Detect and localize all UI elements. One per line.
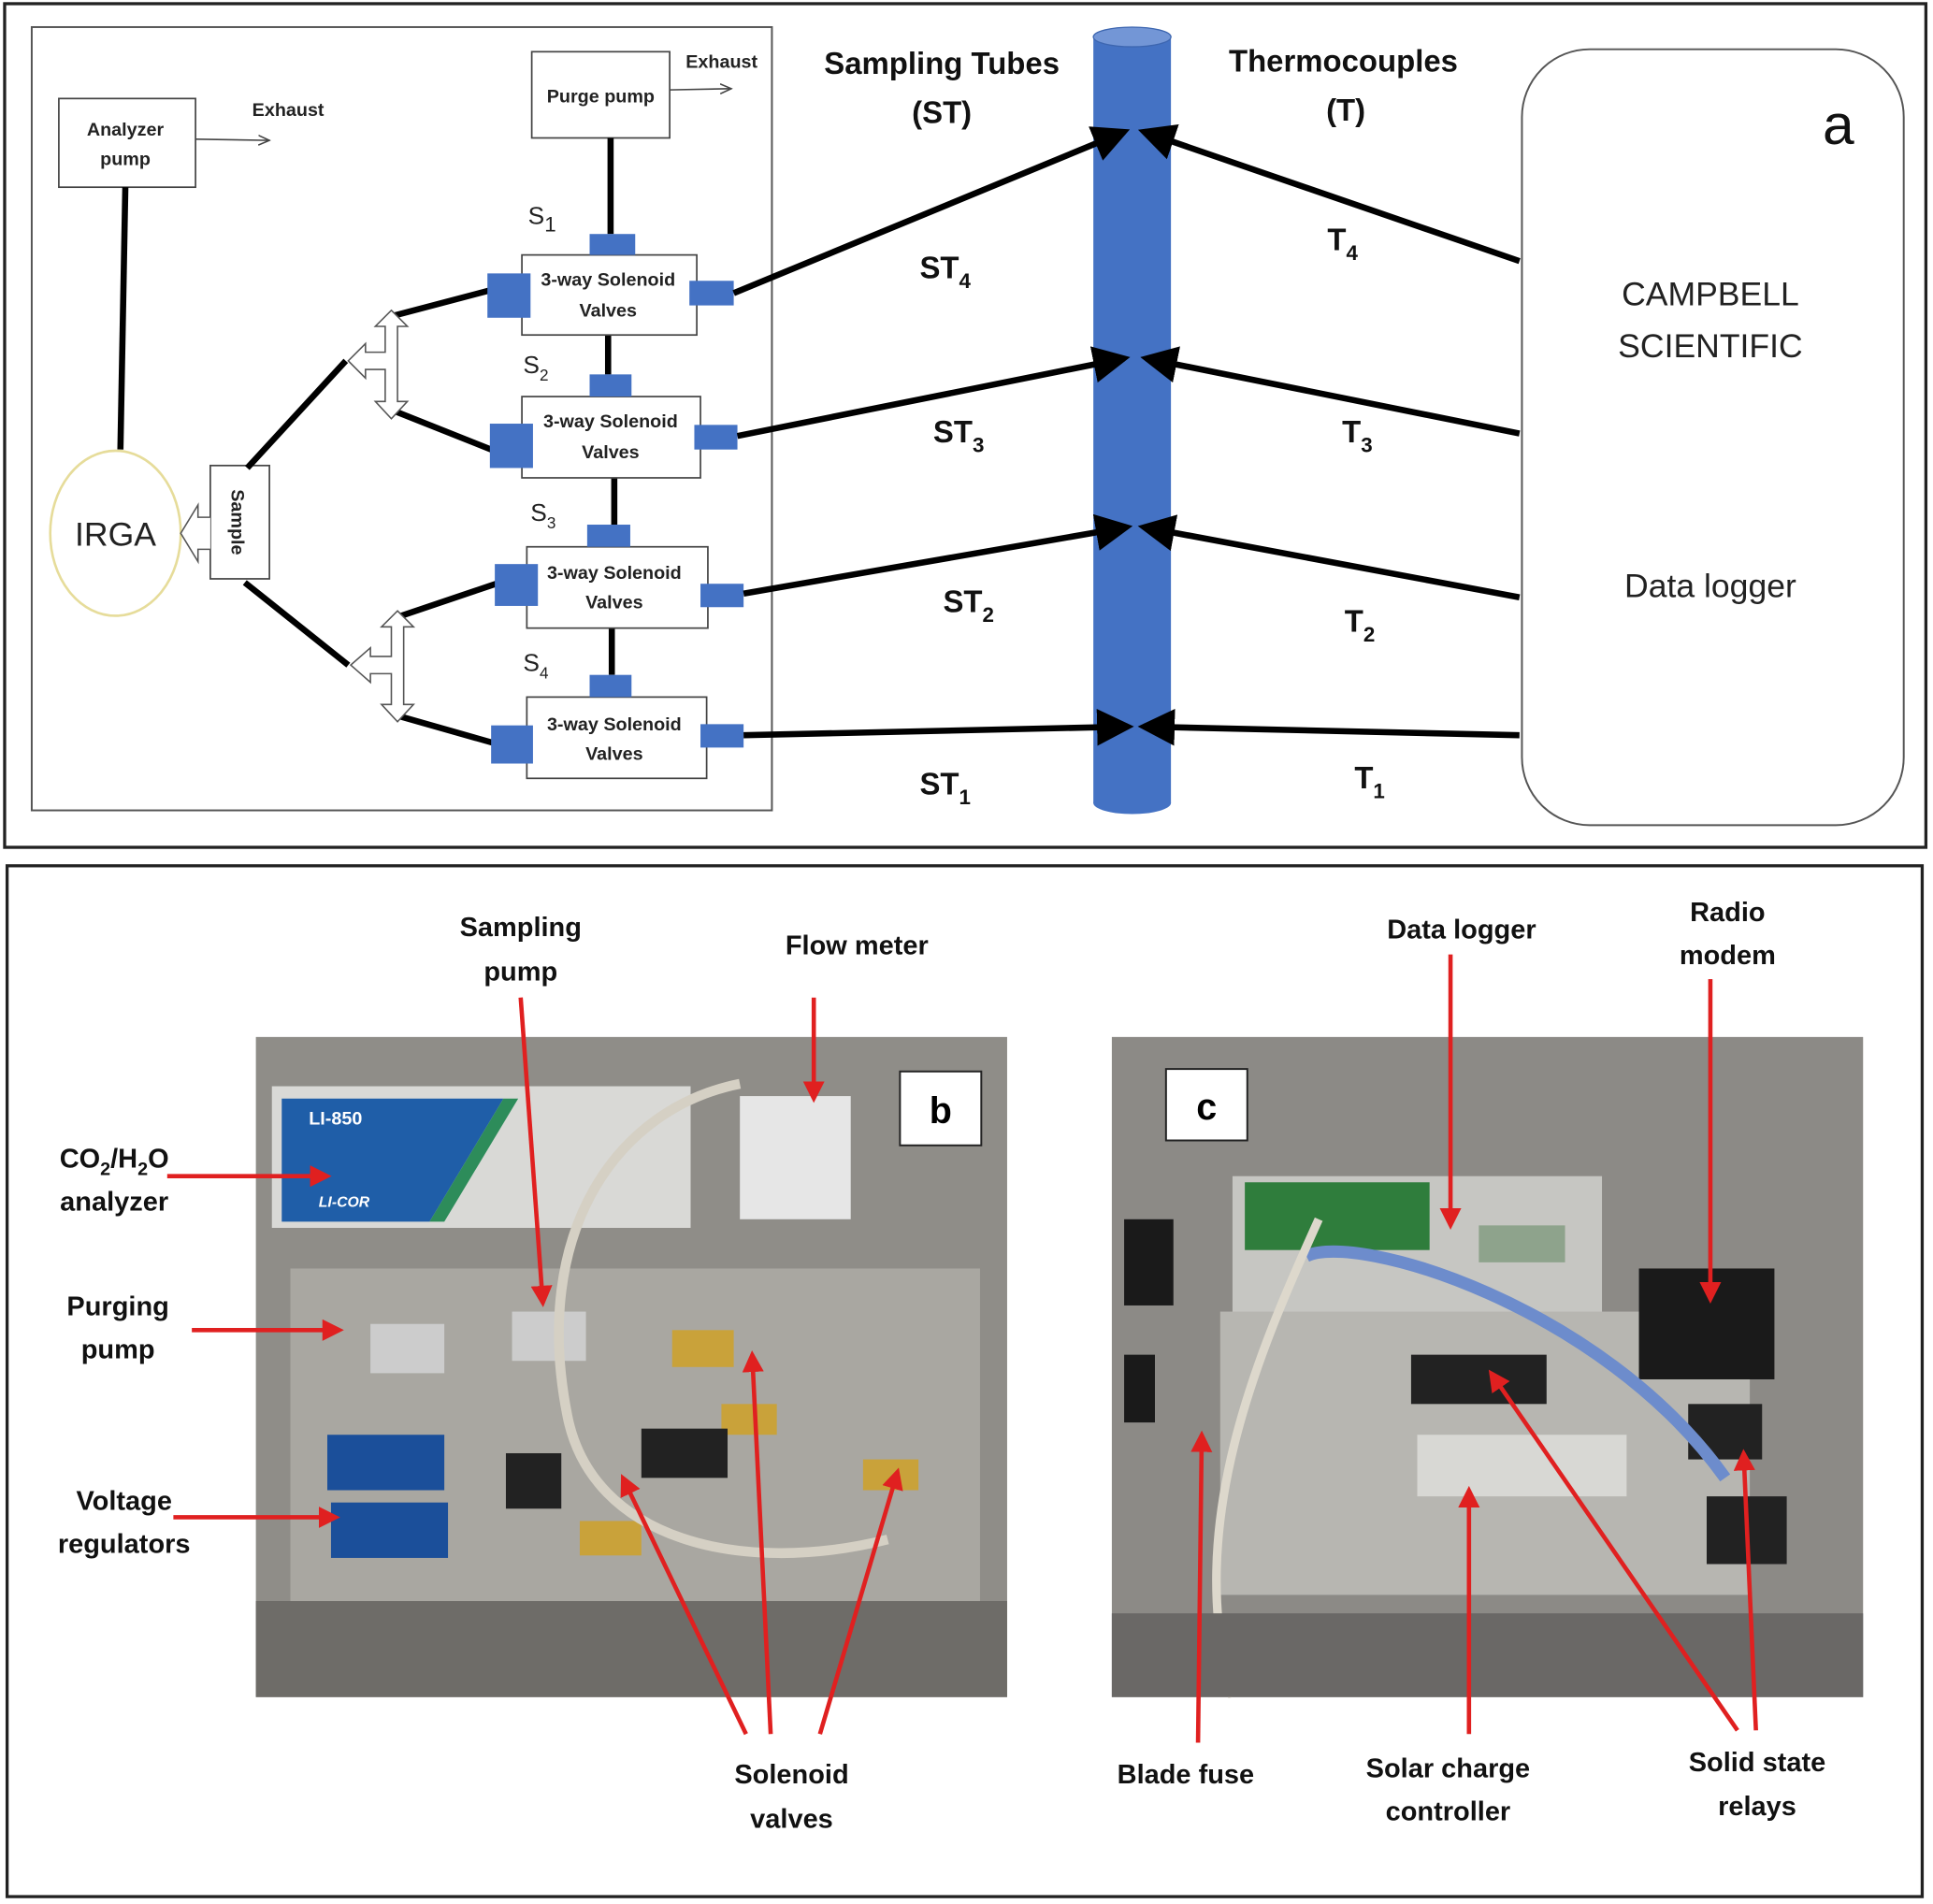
photo-logo-li850: LI-850: [309, 1108, 362, 1129]
thermocouple-arrows: [1137, 123, 1521, 746]
label-solenoid-valves: Solenoid: [734, 1760, 848, 1790]
panel-c-label: c: [1196, 1087, 1217, 1128]
panel-bc: LI-850 LI-COR b: [5, 864, 1925, 1898]
campbell-data-logger: a CAMPBELL SCIENTIFIC Data logger: [1521, 48, 1905, 827]
photo-c-logger-box: c: [1111, 1036, 1864, 1699]
st3-label: ST3: [933, 414, 985, 457]
valve-s2: 3-way Solenoid Valves S2: [489, 351, 738, 479]
thermocouples-title: Thermocouples: [1229, 43, 1458, 78]
svg-text:controller: controller: [1386, 1796, 1511, 1826]
svg-text:S2: S2: [523, 351, 548, 384]
label-data-logger: Data logger: [1387, 916, 1536, 945]
t1-label: T1: [1354, 760, 1385, 803]
svg-text:Analyzer: Analyzer: [87, 120, 165, 140]
label-blade-fuse: Blade fuse: [1118, 1760, 1255, 1790]
svg-text:Valves: Valves: [582, 442, 640, 463]
valve-s4: 3-way Solenoid Valves S4: [491, 649, 744, 780]
st1-label: ST1: [919, 766, 971, 809]
panel-a-label: a: [1823, 93, 1854, 156]
svg-text:modem: modem: [1680, 941, 1776, 971]
sampling-tube-arrows: [732, 126, 1134, 746]
svg-text:Purge pump: Purge pump: [547, 86, 655, 107]
label-voltage-regulators: Voltage: [76, 1487, 171, 1517]
svg-text:3-way Solenoid: 3-way Solenoid: [547, 563, 682, 584]
valve-s1: 3-way Solenoid Valves S1: [487, 202, 734, 337]
st4-label: ST4: [919, 251, 971, 294]
double-arrow-lower: [349, 610, 416, 723]
svg-text:3-way Solenoid: 3-way Solenoid: [547, 714, 682, 735]
t3-label: T3: [1342, 414, 1373, 457]
panel-b-label: b: [930, 1090, 952, 1132]
svg-text:regulators: regulators: [58, 1530, 191, 1560]
svg-text:Valves: Valves: [585, 593, 643, 613]
svg-text:S1: S1: [528, 202, 556, 237]
svg-text:pump: pump: [483, 957, 557, 987]
sampling-tube-column: [1092, 26, 1172, 815]
sampling-system-box: [30, 25, 773, 812]
valve-s3: 3-way Solenoid Valves S3: [495, 498, 744, 629]
svg-text:(ST): (ST): [912, 95, 972, 130]
svg-text:CAMPBELL: CAMPBELL: [1622, 276, 1799, 313]
svg-text:Valves: Valves: [585, 744, 643, 765]
photo-logo-licor: LI-COR: [319, 1195, 370, 1211]
purge-pump: Purge pump: [530, 50, 671, 139]
irga-label: IRGA: [75, 515, 156, 553]
exhaust-arrow: [195, 139, 269, 140]
st2-label: ST2: [943, 584, 994, 627]
label-analyzer: CO2/H2O: [60, 1144, 169, 1179]
svg-text:relays: relays: [1718, 1792, 1796, 1822]
svg-text:Valves: Valves: [580, 300, 638, 321]
label-sampling-pump: Sampling: [460, 913, 582, 943]
svg-text:S4: S4: [523, 649, 549, 683]
svg-text:analyzer: analyzer: [60, 1188, 168, 1218]
svg-text:valves: valves: [750, 1804, 833, 1834]
svg-text:Sample: Sample: [226, 489, 247, 555]
svg-text:pump: pump: [81, 1335, 155, 1365]
label-solid-state-relays: Solid state: [1689, 1748, 1826, 1778]
analyzer-pump: Analyzer pump: [58, 97, 196, 189]
label-flow-meter: Flow meter: [786, 931, 929, 961]
sampling-tubes-title: Sampling Tubes: [824, 46, 1060, 80]
svg-text:SCIENTIFIC: SCIENTIFIC: [1618, 327, 1803, 365]
label-purging-pump: Purging: [66, 1291, 168, 1321]
exhaust-label: Exhaust: [252, 100, 325, 121]
svg-text:3-way Solenoid: 3-way Solenoid: [541, 270, 675, 291]
label-solar-charge-controller: Solar charge: [1366, 1753, 1531, 1783]
panel-a: Analyzer pump Exhaust Purge pump Exhaust…: [3, 2, 1928, 849]
exhaust-arrow: [670, 89, 731, 90]
svg-text:Data logger: Data logger: [1624, 568, 1796, 605]
svg-text:(T): (T): [1326, 93, 1365, 127]
svg-text:S3: S3: [530, 498, 555, 532]
svg-text:pump: pump: [100, 149, 151, 169]
label-radio-modem: Radio: [1690, 898, 1765, 928]
t4-label: T4: [1327, 222, 1358, 265]
svg-text:3-way Solenoid: 3-way Solenoid: [543, 411, 678, 432]
t2-label: T2: [1345, 604, 1376, 647]
sample-to-irga-arrow: [180, 502, 210, 565]
annotation-arrows: [166, 954, 1758, 1743]
photo-b-instrument-box: LI-850 LI-COR b: [255, 1036, 1007, 1697]
double-arrow-upper: [347, 309, 410, 420]
exhaust-label: Exhaust: [685, 51, 757, 72]
